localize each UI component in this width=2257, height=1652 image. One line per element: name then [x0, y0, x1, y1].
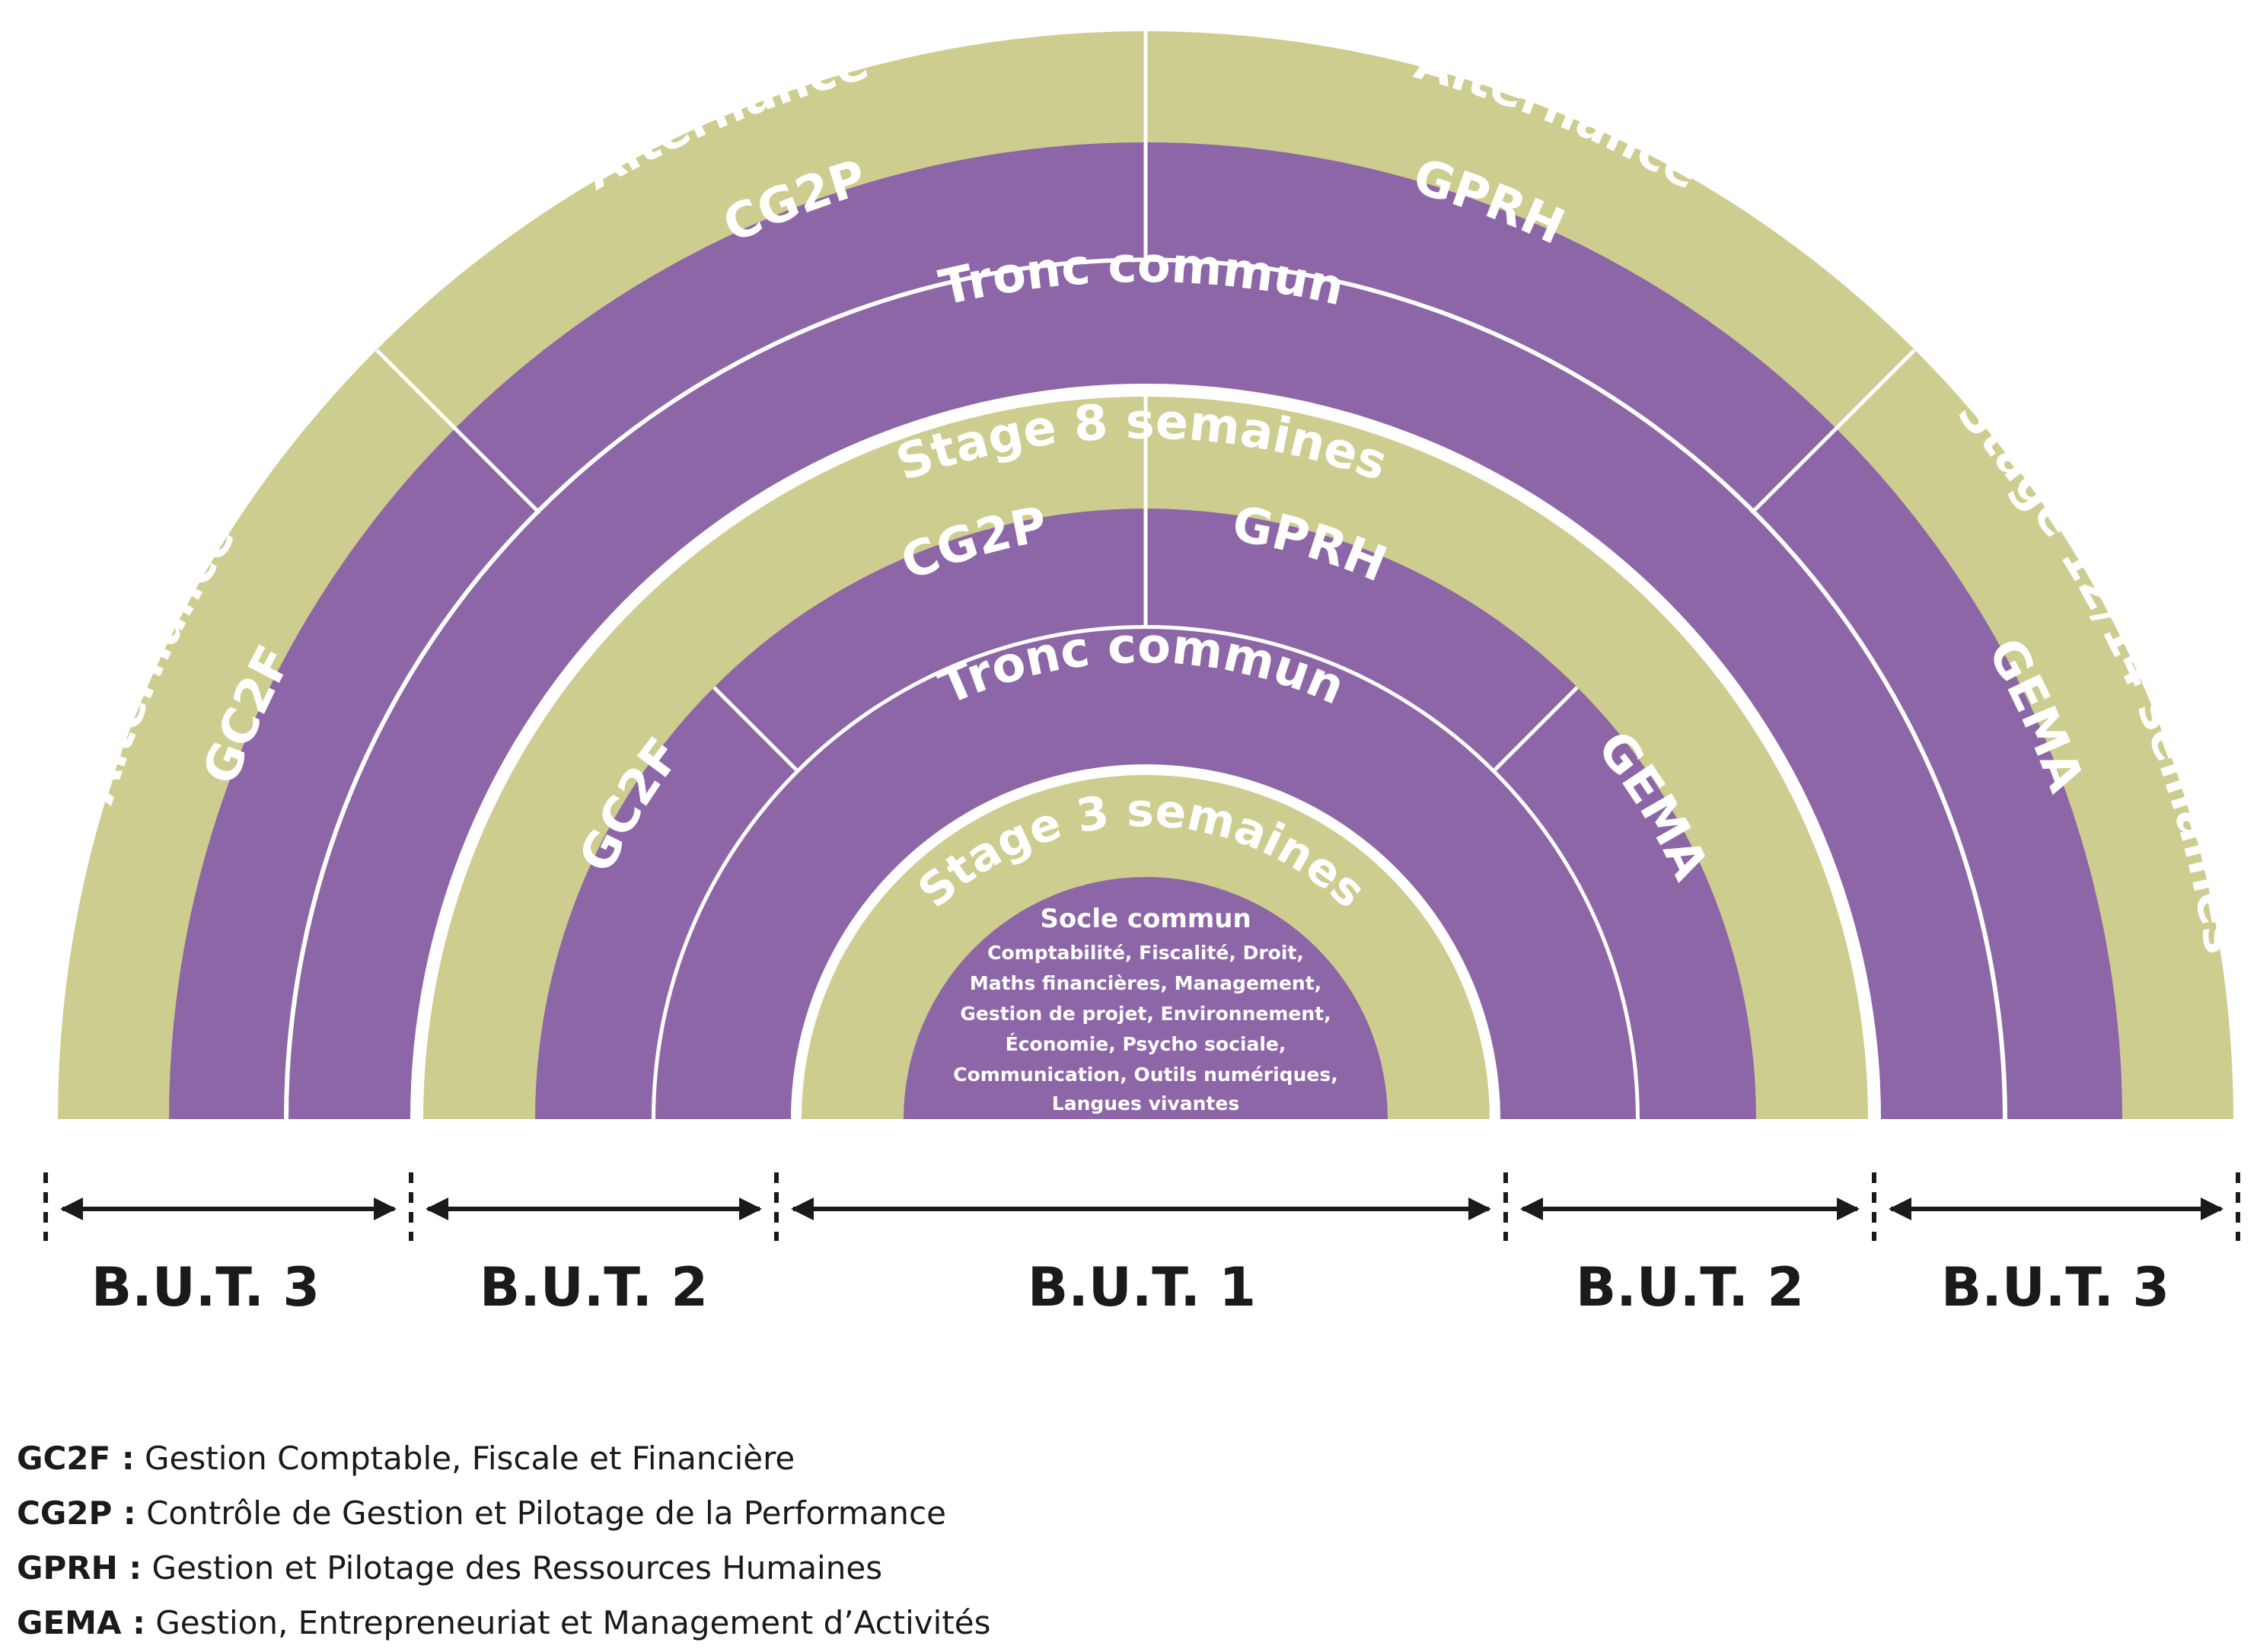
year-label-but2-right: B.U.T. 2 — [1576, 1256, 1804, 1319]
separators — [375, 31, 1916, 771]
core-line-4: Économie, Psycho sociale, — [1006, 1033, 1286, 1055]
legend-term: CG2P : — [17, 1494, 136, 1532]
outer-separator-left — [375, 349, 541, 515]
legend-term: GPRH : — [17, 1549, 142, 1587]
core-line-2: Maths financières, Management, — [970, 972, 1321, 994]
core-disc — [904, 877, 1388, 1119]
legend-row-gprh: GPRH : Gestion et Pilotage des Ressource… — [17, 1541, 991, 1596]
legend-term: GEMA : — [17, 1604, 145, 1641]
legend-definition: Gestion, Entrepreneuriat et Management d… — [155, 1604, 991, 1641]
core-title: Socle commun — [1040, 904, 1251, 934]
year-timeline: B.U.T. 3 B.U.T. 2 B.U.T. 1 B.U.T. 2 B.U.… — [43, 1172, 2240, 1319]
legend-definition: Gestion et Pilotage des Ressources Humai… — [151, 1549, 883, 1587]
year-label-but2-left: B.U.T. 2 — [480, 1256, 708, 1319]
legend-definition: Gestion Comptable, Fiscale et Financière — [145, 1440, 795, 1477]
core-line-6: Langues vivantes — [1052, 1092, 1239, 1115]
legend-row-gema: GEMA : Gestion, Entrepreneuriat et Manag… — [17, 1596, 991, 1650]
year-label-but3-right: B.U.T. 3 — [1941, 1256, 2169, 1319]
year-labels: B.U.T. 3 B.U.T. 2 B.U.T. 1 B.U.T. 2 B.U.… — [91, 1256, 2169, 1319]
middle-separator-right — [1494, 686, 1579, 771]
legend-row-cg2p: CG2P : Contrôle de Gestion et Pilotage d… — [17, 1486, 991, 1541]
core-line-5: Communication, Outils numériques, — [953, 1064, 1337, 1086]
legend: GC2F : Gestion Comptable, Fiscale et Fin… — [17, 1431, 991, 1650]
curriculum-diagram: Alternance Alternance Alternance Stage 1… — [58, 31, 2233, 1119]
core-line-3: Gestion de projet, Environnement, — [960, 1003, 1331, 1025]
middle-separator-left — [712, 686, 798, 771]
outer-separator-right — [1750, 349, 1916, 515]
legend-row-gc2f: GC2F : Gestion Comptable, Fiscale et Fin… — [17, 1431, 991, 1486]
core-line-1: Comptabilité, Fiscalité, Droit, — [987, 942, 1304, 964]
legend-definition: Contrôle de Gestion et Pilotage de la Pe… — [146, 1494, 946, 1532]
year-label-but3-left: B.U.T. 3 — [91, 1256, 320, 1319]
legend-term: GC2F : — [17, 1440, 135, 1477]
year-label-but1: B.U.T. 1 — [1028, 1256, 1256, 1319]
